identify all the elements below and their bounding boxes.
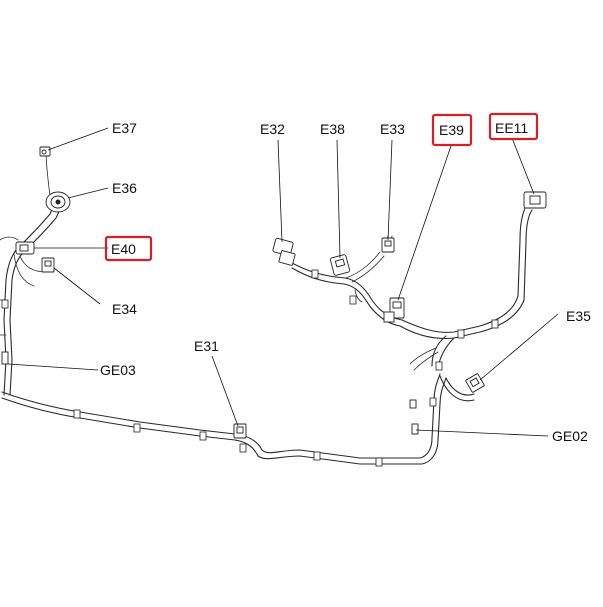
label-e35: E35 <box>566 308 591 324</box>
connector-e32 <box>272 237 296 266</box>
label-ge03: GE03 <box>100 362 136 378</box>
connector-e37 <box>39 146 51 157</box>
label-e37: E37 <box>112 120 137 136</box>
connector-e40 <box>15 241 35 255</box>
connector-e39 <box>383 297 405 323</box>
connector-e34 <box>41 257 55 273</box>
connector-e38 <box>329 254 351 276</box>
leader-lines <box>7 127 559 437</box>
connector-e36 <box>45 191 71 213</box>
harness-clips <box>1 269 499 467</box>
label-ee11: EE11 <box>495 120 528 136</box>
label-ge02: GE02 <box>552 428 588 444</box>
connectors <box>1 146 547 439</box>
connector-e33 <box>381 237 395 253</box>
label-e34: E34 <box>112 301 137 317</box>
label-e39: E39 <box>439 122 464 138</box>
highlight-boxes <box>104 112 539 262</box>
highlight-box-ee11 <box>488 112 539 141</box>
highlight-box-e40 <box>104 235 153 262</box>
label-e38: E38 <box>320 121 345 137</box>
connector-e35 <box>465 373 485 393</box>
label-e31: E31 <box>194 338 219 354</box>
component-labels: E37 E36 E40 E34 GE03 E31 E32 E38 E33 E39… <box>100 120 591 444</box>
connector-e31 <box>233 423 247 439</box>
ground-ge02 <box>409 399 419 435</box>
connector-ee11 <box>523 191 547 209</box>
label-e40: E40 <box>111 241 136 257</box>
label-e32: E32 <box>260 121 285 137</box>
label-e33: E33 <box>380 121 405 137</box>
label-e36: E36 <box>112 180 137 196</box>
ground-ge03 <box>1 351 9 365</box>
highlight-box-e39 <box>431 113 473 147</box>
